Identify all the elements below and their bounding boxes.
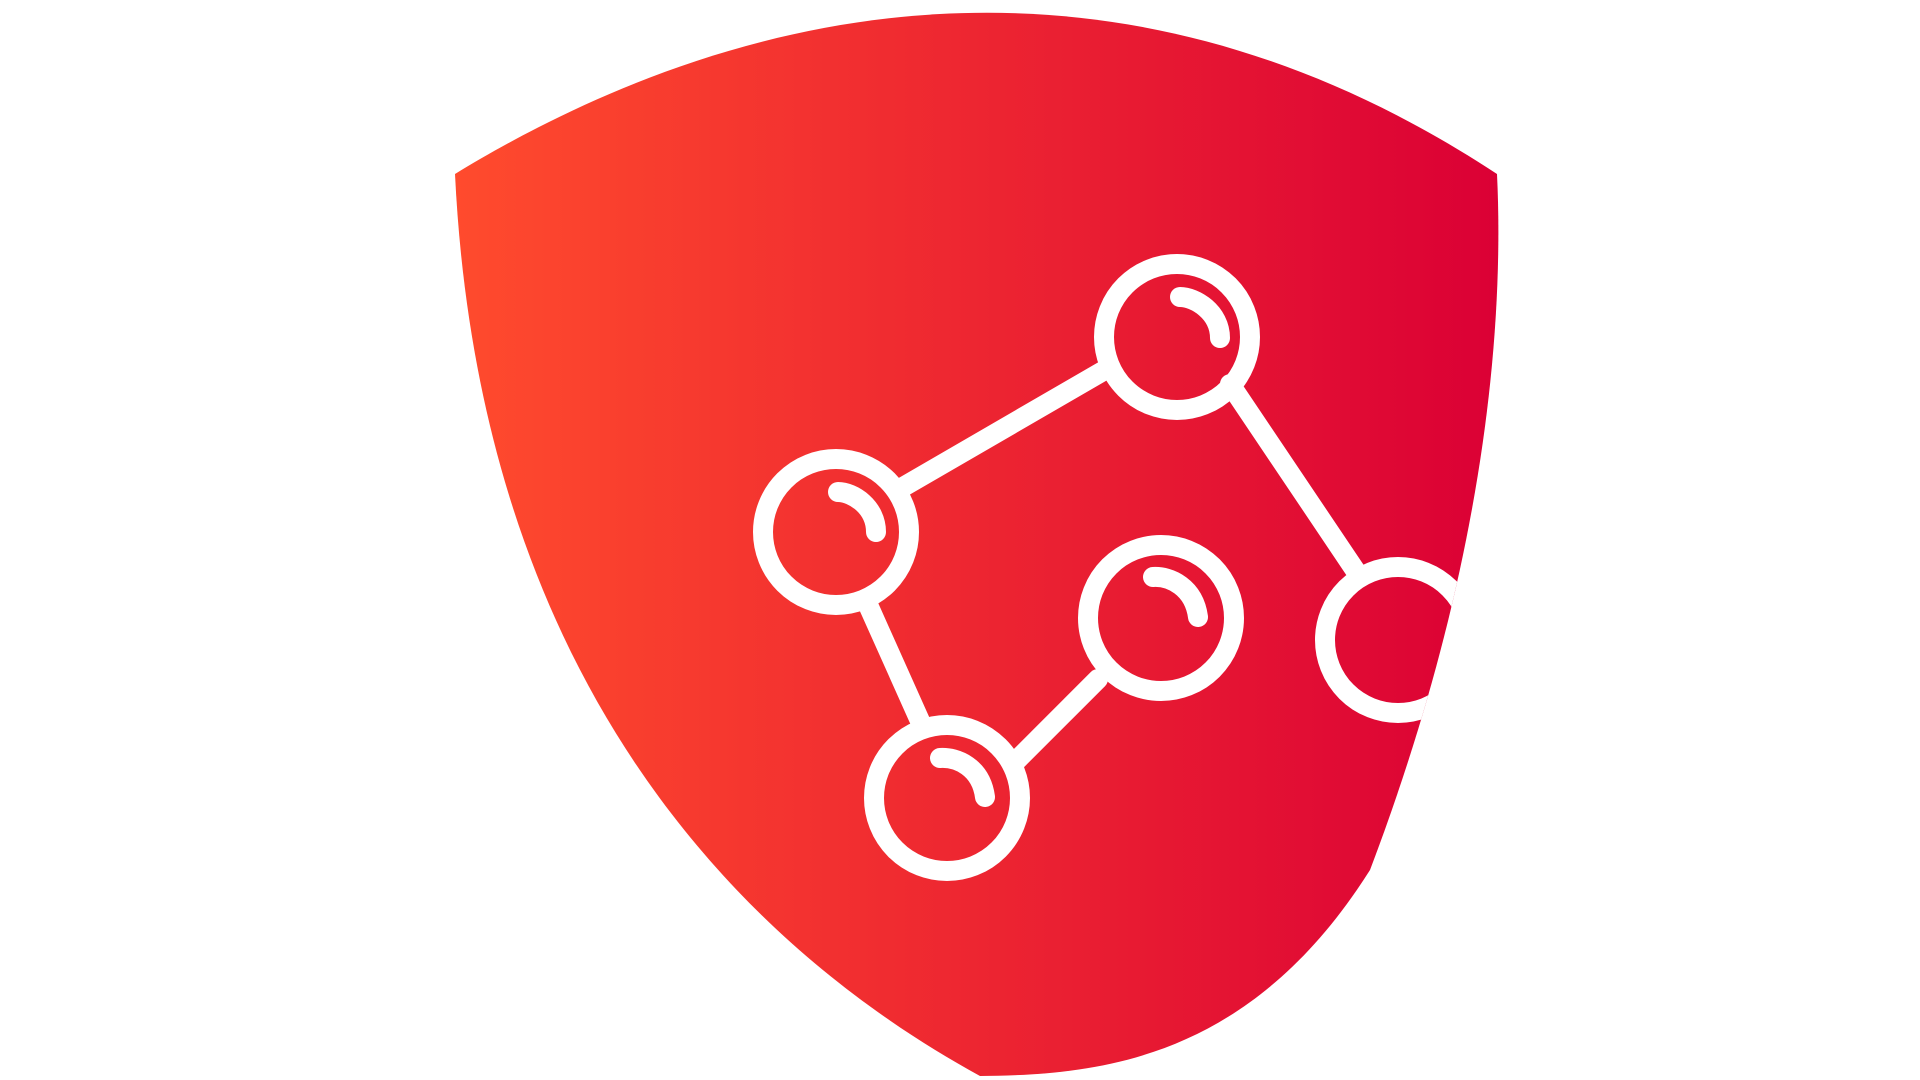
molecule-icon — [753, 254, 1481, 881]
molecule-atom-bottom — [864, 715, 1030, 881]
molecule-atom-left — [753, 449, 919, 615]
molecule-bond-left-top — [893, 357, 1120, 497]
molecule-bond-left-bottom — [859, 597, 930, 731]
molecule-atom-middle — [1078, 535, 1244, 701]
molecule-bond-bottom-middle — [1007, 669, 1108, 770]
shield-shape — [455, 12, 1499, 1076]
molecule-atom-top — [1094, 254, 1260, 420]
molecule-bond-top-right — [1220, 374, 1367, 583]
